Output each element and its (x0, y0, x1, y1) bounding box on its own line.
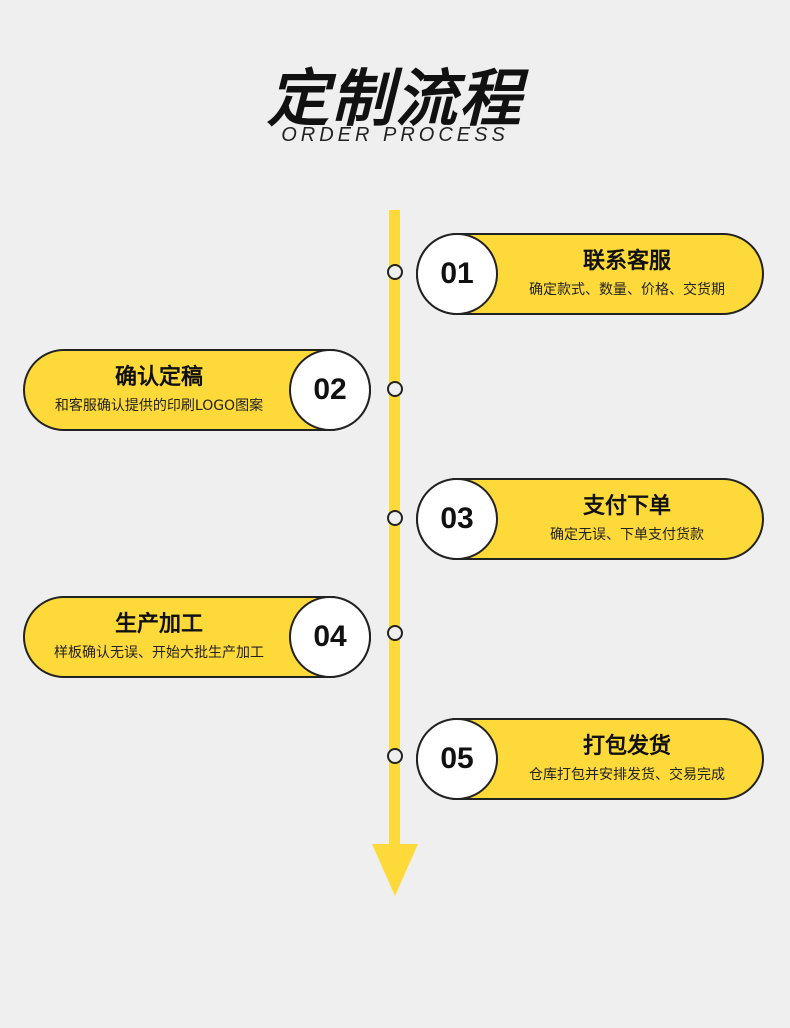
timeline-node-5 (387, 748, 403, 764)
timeline-node-3 (387, 510, 403, 526)
step-number-badge: 05 (416, 718, 498, 800)
timeline-node-1 (387, 264, 403, 280)
step-description: 确定款式、数量、价格、交货期 (529, 281, 725, 298)
page-title: 定制流程 (266, 62, 523, 135)
step-title: 确认定稿 (114, 364, 203, 390)
step-title: 打包发货 (582, 733, 671, 759)
step-description: 和客服确认提供的印刷LOGO图案 (54, 397, 264, 414)
timeline-arrow-down-icon (372, 844, 418, 896)
step-card-5: 05 打包发货 仓库打包并安排发货、交易完成 (416, 718, 764, 800)
step-text: 打包发货 仓库打包并安排发货、交易完成 (502, 720, 752, 798)
step-card-3: 03 支付下单 确定无误、下单支付货款 (416, 478, 764, 560)
step-number-badge: 04 (289, 596, 371, 678)
page-subtitle: ORDER PROCESS (281, 124, 509, 146)
timeline-node-4 (387, 625, 403, 641)
step-description: 确定无误、下单支付货款 (550, 526, 704, 543)
step-number-badge: 01 (416, 233, 498, 315)
step-text: 支付下单 确定无误、下单支付货款 (502, 480, 752, 558)
step-text: 生产加工 样板确认无误、开始大批生产加工 (31, 598, 287, 676)
step-title: 联系客服 (582, 248, 671, 274)
step-card-1: 01 联系客服 确定款式、数量、价格、交货期 (416, 233, 764, 315)
step-card-2: 02 确认定稿 和客服确认提供的印刷LOGO图案 (23, 349, 371, 431)
timeline-node-2 (387, 381, 403, 397)
step-card-4: 04 生产加工 样板确认无误、开始大批生产加工 (23, 596, 371, 678)
step-description: 样板确认无误、开始大批生产加工 (54, 644, 264, 661)
step-description: 仓库打包并安排发货、交易完成 (529, 766, 725, 783)
step-title: 生产加工 (114, 611, 203, 637)
timeline-line (389, 210, 400, 860)
step-text: 确认定稿 和客服确认提供的印刷LOGO图案 (31, 351, 287, 429)
step-number-badge: 03 (416, 478, 498, 560)
step-text: 联系客服 确定款式、数量、价格、交货期 (502, 235, 752, 313)
step-title: 支付下单 (582, 493, 671, 519)
step-number-badge: 02 (289, 349, 371, 431)
